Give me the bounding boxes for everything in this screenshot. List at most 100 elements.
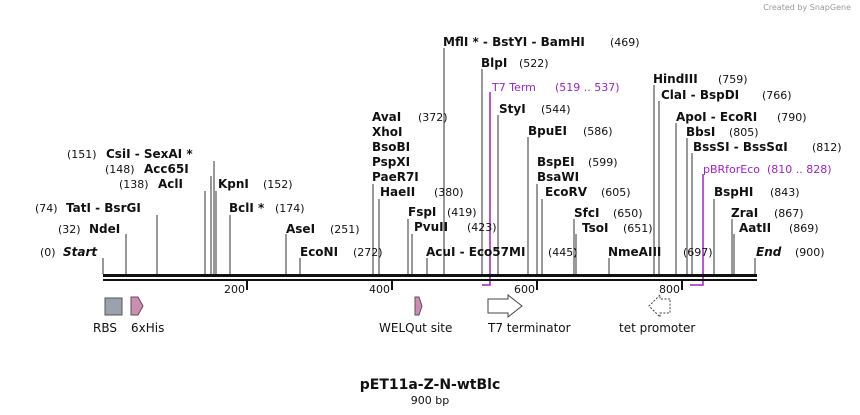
- feature-label: RBS: [93, 321, 117, 335]
- site-nmeaiii: NmeAIII: [608, 245, 661, 259]
- site-avai: AvaI: [372, 110, 401, 124]
- feature-label: 6xHis: [131, 321, 164, 335]
- site-aatii: AatII: [739, 221, 771, 235]
- site-pos: (151): [67, 148, 97, 161]
- site-connectors: [102, 48, 756, 274]
- site-ndei: NdeI: [89, 222, 120, 236]
- site-mfli-bstyi-bamhi: MflI * - BstYI - BamHI: [443, 35, 585, 49]
- site-acli: AclI: [158, 177, 183, 191]
- feature-welqut: WELQut site: [379, 296, 452, 335]
- site-ecorv: EcoRV: [545, 185, 588, 199]
- site-pos: (599): [588, 156, 618, 169]
- site-pos: (32): [58, 223, 81, 236]
- site-bcli: BclI *: [229, 201, 265, 215]
- site-pos: (544): [541, 103, 571, 116]
- site-pos: (138): [119, 178, 149, 191]
- feature-6xhis: 6xHis: [130, 296, 164, 335]
- feature-label: tet promoter: [619, 321, 695, 335]
- site-pos: (380): [434, 186, 464, 199]
- site-end: End: [756, 245, 782, 259]
- site-bsphi: BspHI: [714, 185, 753, 199]
- site-acc65i: Acc65I: [144, 162, 189, 176]
- terminator-arrow-icon: [487, 293, 523, 319]
- site-hindiii: HindIII: [653, 72, 698, 86]
- site-bpuei: BpuEI: [528, 124, 567, 138]
- credit-text: Created by SnapGene: [763, 3, 851, 12]
- primer-label: T7 Term: [491, 81, 536, 94]
- welqut-arrow-icon: [414, 296, 423, 316]
- site-bsobi: BsoBI: [372, 140, 410, 154]
- site-pos: (445): [548, 246, 578, 259]
- primer-pbrforeco: pBRforEco (810 .. 828): [690, 163, 832, 286]
- site-pos: (423): [467, 221, 497, 234]
- site-pos: (251): [330, 223, 360, 236]
- site-basssi: BssSI - BssSαI: [693, 140, 788, 154]
- site-pos: (843): [770, 186, 800, 199]
- site-pos: (900): [795, 246, 825, 259]
- site-pvuii: PvuII: [414, 220, 448, 234]
- rbs-box-icon: [104, 297, 123, 316]
- site-pos: (152): [263, 178, 293, 191]
- tick-200: 200: [224, 283, 245, 296]
- site-pos: (74): [35, 202, 58, 215]
- ruler: [246, 281, 683, 290]
- site-pos: (586): [583, 125, 613, 138]
- site-pos: (419): [447, 206, 477, 219]
- site-labels: (0) Start (32) NdeI (74) TatI - BsrGI (1…: [35, 35, 842, 259]
- site-pos: (469): [610, 36, 640, 49]
- tick-800: 800: [659, 283, 680, 296]
- primer-range: (810 .. 828): [767, 163, 832, 176]
- feature-rbs: RBS: [93, 297, 123, 335]
- site-clai-bspdi: ClaI - BspDI: [661, 88, 739, 102]
- site-acui-eco57mi: AcuI - Eco57MI: [426, 245, 525, 259]
- site-pos: (605): [601, 186, 631, 199]
- site-pos: (0): [40, 246, 56, 259]
- site-paer7i: PaeR7I: [372, 170, 419, 184]
- site-apoi-ecori: ApoI - EcoRI: [676, 110, 757, 124]
- feature-t7-terminator: T7 terminator: [487, 293, 571, 335]
- feature-label: T7 terminator: [487, 321, 571, 335]
- site-pos: (766): [762, 89, 792, 102]
- site-econi: EcoNI: [300, 245, 338, 259]
- site-bspei: BspEI: [537, 155, 575, 169]
- primer-label: pBRforEco: [703, 163, 760, 176]
- plasmid-length: 900 bp: [411, 394, 449, 407]
- site-tati-bsrgi: TatI - BsrGI: [66, 201, 141, 215]
- tick-600: 600: [514, 283, 535, 296]
- site-xhoi: XhoI: [372, 125, 403, 139]
- site-asei: AseI: [286, 222, 315, 236]
- site-pos: (790): [777, 111, 807, 124]
- feature-tet-promoter: tet promoter: [619, 293, 695, 335]
- site-pos: (148): [105, 163, 135, 176]
- site-pos: (272): [353, 246, 383, 259]
- site-blpi: BlpI: [481, 56, 507, 70]
- site-csii-sexai: CsiI - SexAI *: [106, 147, 193, 161]
- site-haeii: HaeII: [380, 185, 415, 199]
- primer-range: (519 .. 537): [555, 81, 620, 94]
- site-pos: (869): [789, 222, 819, 235]
- site-pos: (651): [623, 222, 653, 235]
- site-bbsi: BbsI: [686, 125, 715, 139]
- site-styi: StyI: [499, 102, 526, 116]
- site-pos: (372): [418, 111, 448, 124]
- tick-400: 400: [369, 283, 390, 296]
- site-zrai: ZraI: [731, 206, 758, 220]
- site-pspxi: PspXI: [372, 155, 410, 169]
- dna-backbone: [103, 274, 757, 281]
- site-pos: (867): [774, 207, 804, 220]
- primer-t7-term: T7 Term (519 .. 537): [482, 81, 620, 286]
- site-sfci: SfcI: [574, 206, 599, 220]
- site-bsawi: BsaWI: [537, 170, 579, 184]
- site-kpni: KpnI: [218, 177, 249, 191]
- feature-label: WELQut site: [379, 321, 452, 335]
- site-pos: (522): [519, 57, 549, 70]
- site-start: Start: [63, 245, 98, 259]
- site-pos: (805): [729, 126, 759, 139]
- promoter-arrow-icon: [648, 293, 671, 319]
- plasmid-title: pET11a-Z-N-wtBlc: [360, 377, 501, 393]
- site-tsoi: TsoI: [582, 221, 608, 235]
- site-pos: (650): [613, 207, 643, 220]
- site-pos: (697): [683, 246, 713, 259]
- site-pos: (759): [718, 73, 748, 86]
